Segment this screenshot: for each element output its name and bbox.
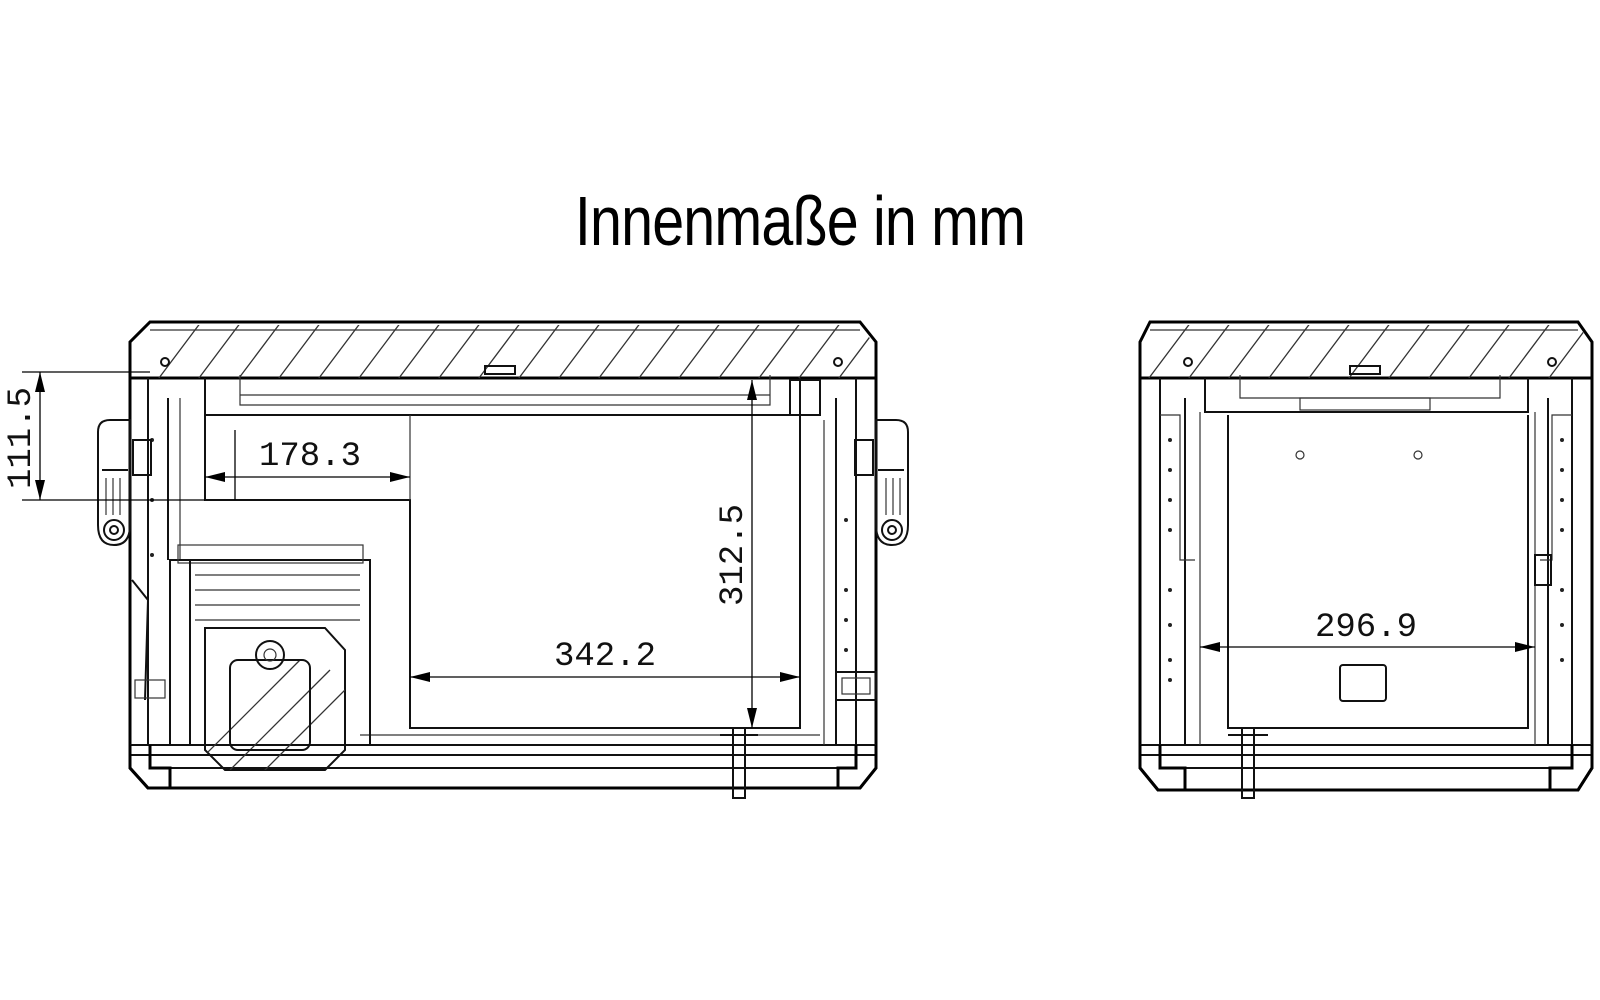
dim-label-111-5: 111.5 bbox=[3, 387, 41, 489]
side-left-wall bbox=[1159, 378, 1201, 745]
front-drain bbox=[720, 727, 758, 799]
dim-label-312-5: 312.5 bbox=[715, 504, 753, 606]
front-left-handle bbox=[97, 419, 152, 547]
dim-side-inner-width: 296.9 bbox=[1200, 609, 1535, 652]
side-view: 296.9 bbox=[1138, 320, 1594, 799]
dim-label-342-2: 342.2 bbox=[554, 638, 656, 676]
front-inner-compartment bbox=[204, 415, 801, 729]
side-inner-compartment bbox=[1227, 415, 1529, 729]
side-right-wall bbox=[1534, 378, 1573, 745]
dim-label-296-9: 296.9 bbox=[1315, 609, 1417, 647]
front-left-wall bbox=[147, 378, 181, 745]
side-body bbox=[1138, 378, 1594, 792]
front-body bbox=[128, 378, 878, 790]
front-right-handle bbox=[854, 419, 909, 547]
compressor-area bbox=[131, 544, 371, 771]
dim-front-inner-width: 342.2 bbox=[410, 638, 800, 682]
side-drain bbox=[1228, 727, 1268, 799]
front-lid bbox=[128, 320, 878, 380]
page-title: Innenmaße in mm bbox=[574, 182, 1026, 260]
side-lid bbox=[1138, 320, 1594, 380]
dim-front-inner-height: 312.5 bbox=[715, 380, 757, 728]
dim-front-small-height: 111.5 bbox=[3, 371, 205, 501]
front-right-wall bbox=[789, 378, 877, 745]
dim-label-178-3: 178.3 bbox=[259, 438, 361, 476]
front-view: 111.5 178.3 312.5 342.2 bbox=[3, 320, 909, 799]
dim-front-step-width: 178.3 bbox=[205, 430, 410, 500]
